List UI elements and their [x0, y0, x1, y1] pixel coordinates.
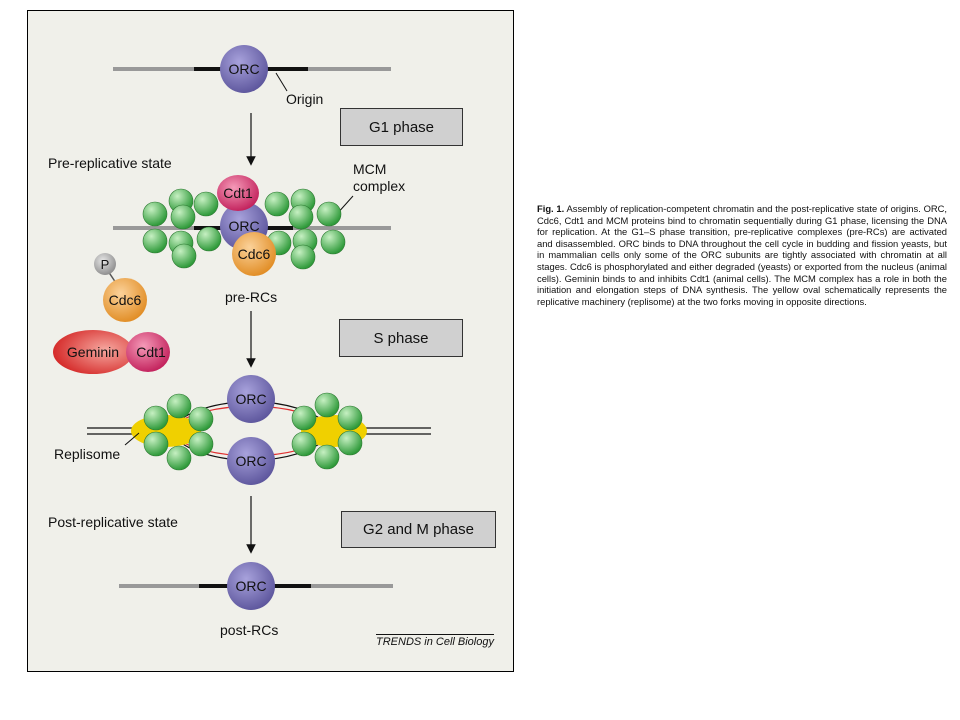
mcm-subunit: [196, 226, 222, 252]
cdt1-prerc: Cdt1: [217, 175, 259, 211]
cdt1-label: Cdt1: [223, 185, 253, 201]
orc-label: ORC: [235, 578, 266, 594]
mcm-subunit: [337, 405, 363, 431]
orc-postrc: ORC: [227, 562, 275, 610]
origin-pointer: [275, 72, 288, 92]
post-rcs-label: post-RCs: [220, 622, 278, 638]
mcm-subunit: [188, 406, 214, 432]
mcm-subunit: [171, 243, 197, 269]
mcm-subunit: [291, 405, 317, 431]
mcm-fork-helicases: [143, 392, 363, 471]
mcm-subunit: [264, 191, 290, 217]
phosphorylated-cdc6: P Cdc6: [94, 253, 147, 322]
orc-label: ORC: [228, 218, 259, 234]
phase-s: S phase: [339, 319, 463, 357]
figure-caption: Fig. 1. Assembly of replication-competen…: [537, 203, 947, 307]
mcm-subunit: [166, 393, 192, 419]
mcm-label-1: MCM: [353, 161, 386, 177]
caption-heading: Fig. 1.: [537, 203, 565, 214]
cdc6-free-label: Cdc6: [109, 292, 142, 308]
mcm-subunit: [170, 204, 196, 230]
mcm-subunit: [288, 204, 314, 230]
mcm-subunit: [337, 430, 363, 456]
mcm-subunit: [290, 244, 316, 270]
phase-g1: G1 phase: [340, 108, 463, 146]
origin-label: Origin: [286, 91, 323, 107]
mcm-subunit: [320, 229, 346, 255]
orc-fork-top: ORC: [227, 375, 275, 423]
geminin-cdt1-complex: Geminin Cdt1: [53, 330, 170, 374]
mcm-subunit: [166, 445, 192, 471]
mcm-subunit: [143, 431, 169, 457]
mcm-subunit: [291, 431, 317, 457]
mcm-subunit: [314, 392, 340, 418]
replication-diagram: ORC Origin Pre-replicative state MCM com…: [48, 45, 431, 638]
orc-origin: ORC: [220, 45, 268, 93]
pre-rcs-label: pre-RCs: [225, 289, 277, 305]
cdt1-free-label: Cdt1: [136, 344, 166, 360]
caption-text: Assembly of replication-competent chroma…: [537, 203, 948, 307]
phase-g2-m: G2 and M phase: [341, 511, 496, 548]
cdc6-label: Cdc6: [238, 246, 271, 262]
mcm-subunit: [193, 191, 219, 217]
mcm-label-2: complex: [353, 178, 405, 194]
replisome-label: Replisome: [54, 446, 120, 462]
orc-label: ORC: [235, 391, 266, 407]
replisome-pointer: [124, 432, 140, 446]
mcm-subunit: [142, 228, 168, 254]
geminin-label: Geminin: [67, 344, 119, 360]
mcm-subunit: [316, 201, 342, 227]
mcm-subunit: [314, 444, 340, 470]
orc-label: ORC: [235, 453, 266, 469]
cdc6-prerc: Cdc6: [232, 232, 276, 276]
phosphate-label: P: [101, 257, 110, 272]
trends-credit: TRENDS in Cell Biology: [376, 634, 494, 648]
orc-fork-bottom: ORC: [227, 437, 275, 485]
pre-replicative-label: Pre-replicative state: [48, 155, 172, 171]
mcm-complex: [142, 188, 346, 270]
mcm-subunit: [143, 405, 169, 431]
mcm-subunit: [142, 201, 168, 227]
orc-label: ORC: [228, 61, 259, 77]
mcm-subunit: [188, 431, 214, 457]
post-replicative-label: Post-replicative state: [48, 514, 178, 530]
